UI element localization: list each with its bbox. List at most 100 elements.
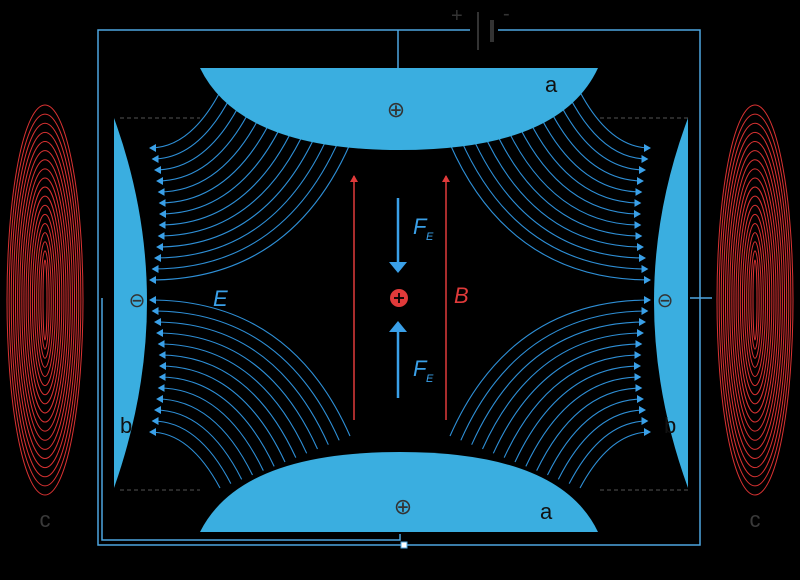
field-line-bottom-right: [492, 340, 643, 454]
field-line-top-left: [156, 130, 319, 251]
coil-winding: [8, 113, 82, 487]
field-line-bottom-right: [547, 395, 644, 476]
label-a-bottom: a: [540, 499, 553, 524]
field-line-top-right: [503, 122, 642, 229]
force-arrow-bottom: [389, 321, 407, 398]
coil-winding: [14, 140, 76, 460]
coil-winding: [746, 232, 764, 368]
label-force-top: F E: [413, 214, 434, 243]
electrode-a-bottom: [200, 452, 598, 532]
field-line-bottom-left: [156, 329, 319, 450]
electric-field-lines: [149, 91, 651, 489]
battery-plus-label: +: [451, 5, 463, 27]
field-line-top-right: [568, 96, 649, 163]
label-c-right: c: [750, 507, 761, 532]
coil-winding: [23, 177, 67, 423]
field-line-bottom-left: [149, 428, 221, 489]
field-line-bottom-left: [149, 296, 351, 437]
battery-minus-label: -: [503, 3, 510, 25]
coil-winding: [36, 232, 54, 368]
field-line-top-right: [557, 100, 646, 174]
field-line-bottom-left: [154, 406, 243, 480]
coil-left: [6, 104, 84, 496]
electrode-b-left: [114, 118, 147, 488]
field-line-bottom-left: [158, 373, 275, 467]
field-line-bottom-left: [158, 351, 297, 458]
field-line-top-right: [460, 139, 649, 273]
field-line-bottom-left: [157, 340, 308, 454]
coil-winding: [739, 204, 771, 396]
coil-winding: [729, 159, 781, 441]
field-line-bottom-right: [525, 373, 642, 467]
field-line-top-left: [151, 139, 340, 273]
force-bottom-sub: E: [426, 373, 434, 385]
field-line-top-right: [536, 109, 643, 196]
field-line-bottom-left: [154, 318, 329, 445]
coil-winding: [731, 168, 779, 432]
field-line-top-right: [525, 113, 642, 207]
coil-winding: [727, 150, 783, 450]
field-line-bottom-right: [449, 296, 651, 437]
field-line-bottom-left: [151, 307, 340, 441]
field-line-top-left: [157, 126, 308, 240]
field-line-bottom-right: [557, 406, 646, 480]
coil-winding: [750, 250, 760, 350]
dashed-guides: [120, 117, 688, 491]
field-line-top-right: [481, 130, 644, 251]
coil-winding: [720, 122, 790, 478]
label-b-left: b: [120, 413, 132, 438]
label-a-top: a: [545, 72, 558, 97]
field-line-top-left: [149, 91, 221, 152]
field-line-bottom-left: [151, 417, 232, 484]
field-line-top-right: [492, 126, 643, 240]
coil-winding: [38, 241, 52, 359]
electrode-a-top: [200, 68, 598, 150]
sign-b-right: ⊖: [657, 290, 674, 312]
coil-winding: [752, 259, 758, 341]
label-b-right: b: [664, 413, 676, 438]
field-line-top-right: [514, 117, 641, 218]
field-line-top-left: [157, 109, 264, 196]
coil-winding: [737, 195, 773, 405]
coil-winding: [34, 223, 56, 377]
field-line-bottom-right: [514, 362, 641, 463]
label-b-field: B: [454, 283, 469, 308]
coil-winding: [741, 213, 769, 387]
label-force-bottom: F E: [413, 356, 434, 385]
field-line-top-left: [151, 96, 232, 163]
coil-winding: [25, 186, 65, 414]
field-line-top-left: [159, 117, 286, 218]
field-line-bottom-right: [471, 318, 646, 445]
field-line-bottom-right: [460, 307, 649, 441]
coil-winding: [10, 122, 80, 478]
coil-winding: [29, 204, 61, 396]
coil-winding: [12, 131, 78, 469]
field-line-top-left: [158, 113, 275, 207]
field-line-top-right: [449, 143, 651, 284]
coil-winding: [6, 104, 84, 496]
coil-winding: [748, 241, 762, 359]
sign-b-left: ⊖: [129, 290, 146, 312]
force-top-sub: E: [426, 231, 434, 243]
coil-winding: [21, 168, 69, 432]
battery-icon: + -: [451, 3, 510, 50]
force-bottom-main: F: [413, 356, 428, 381]
field-line-top-right: [579, 91, 651, 152]
sign-a-bottom: ⊕: [394, 494, 412, 519]
coil-winding: [733, 177, 777, 423]
circuit-wires: [97, 29, 712, 546]
force-top-main: F: [413, 214, 428, 239]
sign-a-top: ⊕: [387, 97, 405, 122]
coil-winding: [724, 140, 786, 460]
junction-node: [400, 541, 408, 549]
coil-winding: [31, 213, 59, 387]
coil-winding: [40, 250, 50, 350]
label-e-field: E: [213, 286, 228, 311]
field-line-bottom-left: [157, 384, 264, 471]
field-line-bottom-right: [568, 417, 649, 484]
field-line-bottom-right: [579, 428, 651, 489]
coil-winding: [42, 259, 48, 341]
field-line-bottom-right: [481, 329, 644, 450]
field-line-bottom-left: [159, 362, 286, 463]
